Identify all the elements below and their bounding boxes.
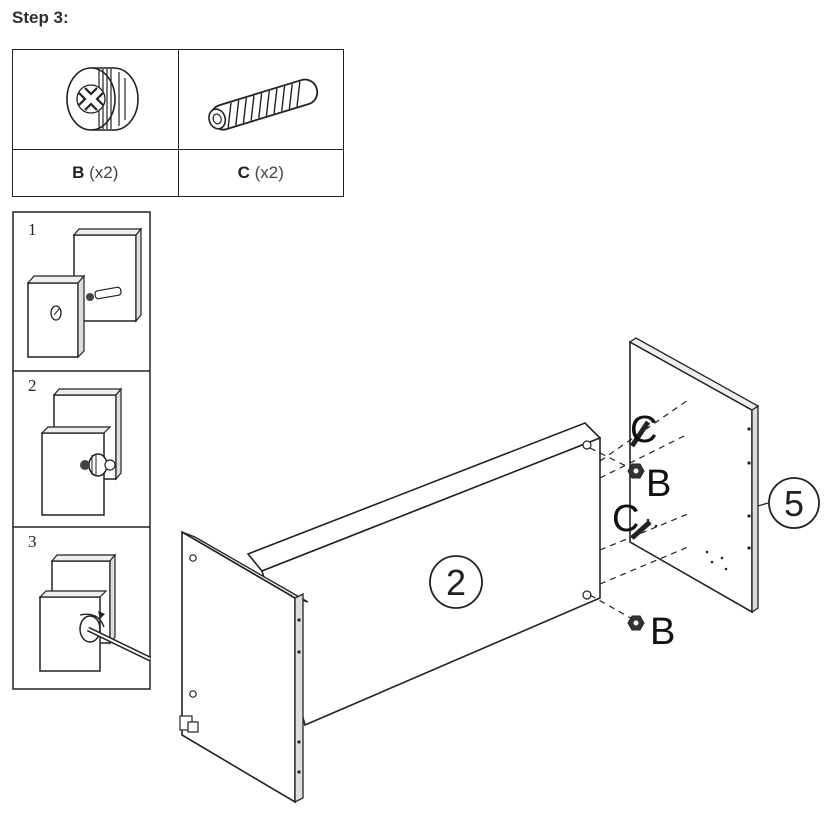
panel-5: 5 — [628, 337, 820, 614]
callout-b-bottom: B — [650, 611, 675, 653]
step-title: Step 3: — [12, 8, 69, 27]
inset-step-3-number: 3 — [28, 532, 37, 551]
callout-b-top: B — [646, 463, 671, 505]
part-c-image-cell — [177, 49, 344, 150]
cam-lock-nut-icon — [66, 67, 139, 131]
inset-panel-3: 3 — [28, 532, 152, 672]
inset-panel-1: 1 — [26, 220, 143, 359]
part-c-label: C (x2) — [177, 149, 344, 197]
parts-table: B (x2) C (x2) — [12, 49, 344, 197]
cam-nut-b-top — [627, 463, 645, 479]
part-b-qty: (x2) — [89, 163, 119, 182]
inset-step-2-number: 2 — [28, 376, 37, 395]
part-b-letter: B — [72, 163, 85, 182]
cam-lock-instructions-inset: 1 2 3 — [12, 211, 152, 690]
part-c-qty: (x2) — [254, 163, 284, 182]
panel-5-callout — [768, 477, 820, 529]
assembly-diagram: 2 5 — [179, 337, 820, 804]
dowel-c-top — [629, 420, 651, 448]
callout-c-bottom: C — [612, 498, 639, 540]
panel-2-number: 2 — [446, 562, 466, 603]
part-c-letter: C — [237, 163, 250, 182]
part-b-label: B (x2) — [12, 149, 179, 197]
left-side-panel — [179, 530, 309, 804]
inset-panel-2: 2 — [28, 376, 123, 516]
panel-5-number: 5 — [784, 483, 804, 524]
alignment-guides — [589, 399, 689, 621]
wooden-dowel-icon — [207, 78, 318, 131]
inset-step-1-number: 1 — [28, 220, 37, 239]
cam-nut-b-bottom — [627, 615, 645, 631]
panel-2-callout — [429, 555, 483, 609]
dowel-c-bottom — [630, 520, 652, 540]
callout-c-top: C — [630, 409, 657, 451]
part-b-image-cell — [12, 49, 179, 150]
